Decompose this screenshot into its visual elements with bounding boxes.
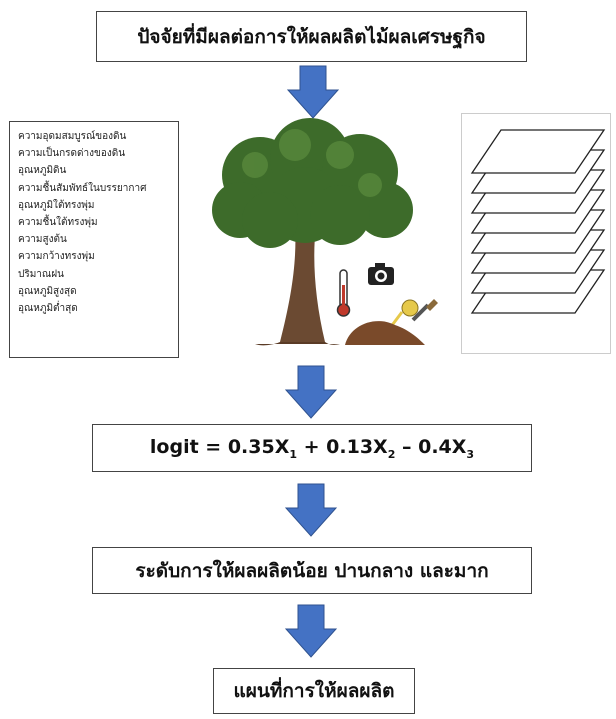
- list-item: ความสูงต้น: [18, 234, 67, 246]
- down-arrow-icon: [284, 604, 338, 658]
- variable-list: ความอุดมสมบูรณ์ของดิน ความเป็นกรดด่างของ…: [9, 121, 179, 358]
- list-item: ความอุดมสมบูรณ์ของดิน: [18, 131, 127, 142]
- map-layers-icon: [470, 129, 606, 314]
- title-text: ปัจจัยที่มีผลต่อการให้ผลผลิตไม้ผลเศรษฐกิ…: [137, 25, 486, 48]
- down-arrow-icon: [284, 483, 338, 537]
- list-item: อุณหภูมิใต้ทรงพุ่ม: [18, 199, 95, 211]
- result-text: ระดับการให้ผลผลิตน้อย ปานกลาง และมาก: [135, 559, 489, 582]
- list-item: ความกว้างทรงพุ่ม: [18, 251, 95, 263]
- list-item: ความชื้นสัมพัทธ์ในบรรยากาศ: [18, 182, 147, 194]
- yield-map-box: แผนที่การให้ผลผลิต: [213, 668, 415, 714]
- down-arrow-icon: [284, 365, 338, 419]
- title-box: ปัจจัยที่มีผลต่อการให้ผลผลิตไม้ผลเศรษฐกิ…: [96, 11, 527, 62]
- list-item: ความเป็นกรดด่างของดิน: [18, 148, 126, 160]
- yield-level-box: ระดับการให้ผลผลิตน้อย ปานกลาง และมาก: [92, 547, 532, 594]
- tree-illustration: [212, 118, 438, 346]
- down-arrow-icon: [286, 65, 340, 119]
- list-item: ปริมาณฝน: [18, 268, 64, 280]
- map-text: แผนที่การให้ผลผลิต: [233, 680, 395, 702]
- list-item: อุณหภูมิดิน: [18, 165, 67, 177]
- formula-text: logit = 0.35X1 + 0.13X2 – 0.4X3: [149, 435, 475, 461]
- list-item: อุณหภูมิสูงสุด: [18, 285, 77, 297]
- logit-formula-box: logit = 0.35X1 + 0.13X2 – 0.4X3: [92, 424, 532, 472]
- list-item: อุณหภูมิต่ำสุด: [18, 303, 78, 315]
- list-item: ความชื้นใต้ทรงพุ่ม: [18, 217, 98, 229]
